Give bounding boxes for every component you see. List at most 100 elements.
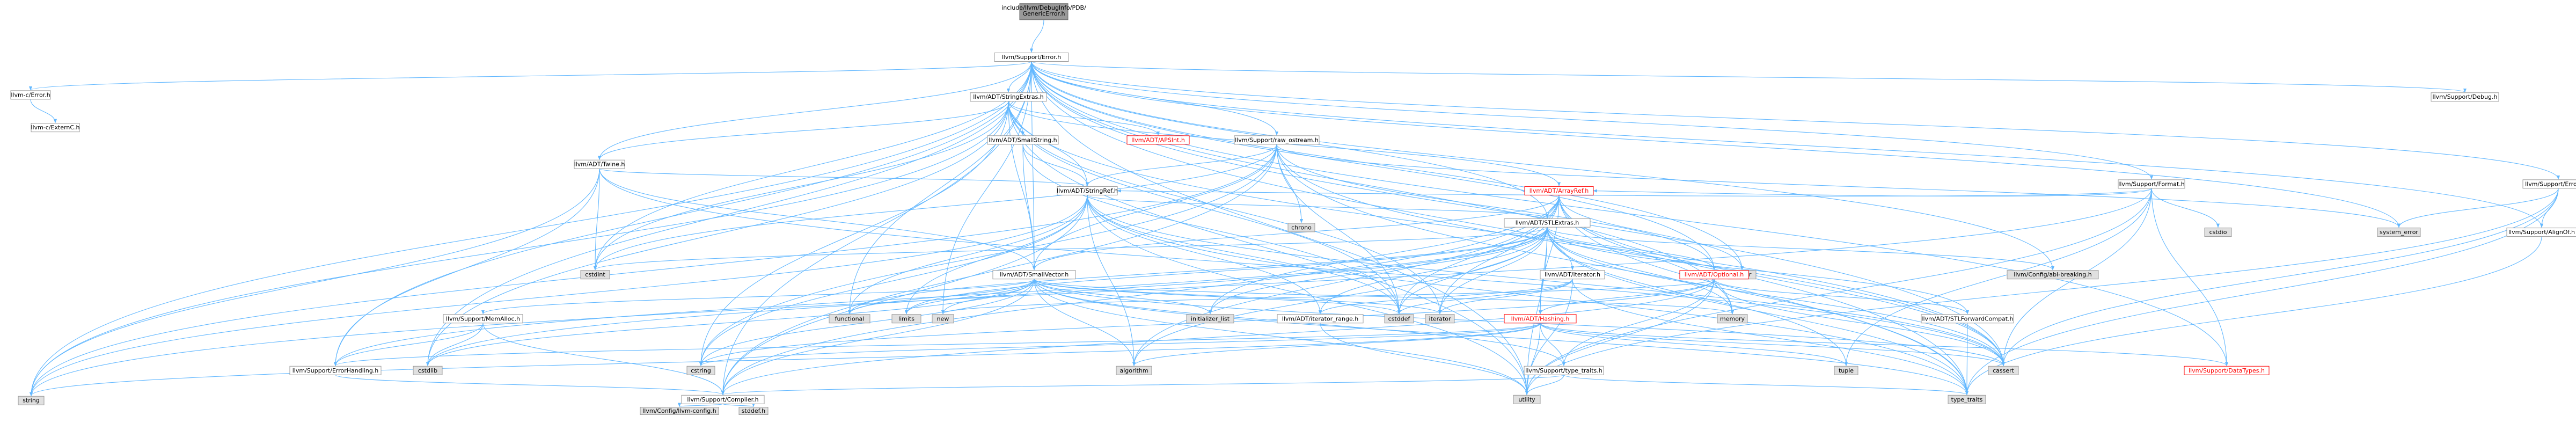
node-label: llvm/ADT/Twine.h (574, 161, 625, 168)
node-label: llvm/Support/ErrorHandling.h (292, 367, 379, 374)
node-box (1186, 314, 1234, 324)
node-chrono: chrono (1287, 223, 1315, 232)
edge-hashing-to-tuple (1540, 323, 1848, 367)
node-hashing[interactable]: llvm/ADT/Hashing.h (1504, 314, 1577, 324)
node-box (1057, 186, 1118, 195)
node-typetraitsh[interactable]: llvm/Support/type_traits.h (1524, 366, 1604, 375)
node-box (1425, 314, 1455, 324)
node-syserr: system_error (2377, 228, 2421, 237)
edge-smallstr-to-cstddef (1022, 144, 1401, 315)
edge-smallvec-to-compiler (721, 279, 1035, 396)
node-strext[interactable]: llvm/ADT/StringExtras.h (970, 92, 1047, 102)
edge-stlext-to-cstdint (594, 227, 1548, 271)
edge-optional-to-hashing (1538, 279, 1715, 315)
edge-arrref-to-algorithm (1132, 195, 1560, 367)
edge-smallvec-to-utility (1034, 279, 1529, 396)
node-rawos[interactable]: llvm/Support/raw_ostream.h (1234, 135, 1320, 145)
node-stlfwd[interactable]: llvm/ADT/STLForwardCompat.h (1921, 314, 2014, 324)
node-box (686, 366, 715, 375)
edge-iterator-to-iterrange (1319, 279, 1573, 315)
node-label: llvm/ADT/STLForwardCompat.h (1921, 315, 2013, 322)
edge-err-to-errhand (333, 61, 1032, 367)
node-label: tuple (1839, 367, 1854, 374)
edge-iterator-to-cstddef (1397, 279, 1573, 315)
node-label: llvm/Support/Error.h (1002, 54, 1062, 61)
node-functional: functional (829, 314, 870, 324)
edge-err-to-alignof (1031, 61, 2543, 228)
edge-optional-to-stlfwd (1714, 279, 1969, 315)
node-twine[interactable]: llvm/ADT/Twine.h (574, 159, 625, 169)
node-dbg[interactable]: llvm/Support/Debug.h (2431, 92, 2499, 102)
edge-stlext-to-stlfwd (1547, 227, 1970, 315)
node-box (580, 270, 610, 280)
node-cext[interactable]: llvm-c/ExternC.h (31, 123, 80, 133)
node-alignof[interactable]: llvm/Support/AlignOf.h (2506, 228, 2576, 237)
edge-strext-to-cstdint (593, 101, 1009, 271)
node-stlext[interactable]: llvm/ADT/STLExtras.h (1504, 218, 1591, 228)
edge-err-to-dbg (1031, 61, 2467, 93)
node-label: llvm/ADT/StringRef.h (1057, 187, 1118, 194)
node-apsint[interactable]: llvm/ADT/APSInt.h (1126, 135, 1190, 145)
node-label: type_traits (1951, 396, 1983, 403)
node-label: include/llvm/DebugInfo/PDB/ (1001, 4, 1086, 11)
node-stddef: stddef.h (738, 406, 769, 415)
node-label: llvm/Support/ErrorOr.h (2525, 180, 2576, 187)
node-root[interactable]: include/llvm/DebugInfo/PDB/GenericError.… (1001, 3, 1086, 20)
edge-stlext-to-typetraits (1547, 227, 1969, 396)
node-label: llvm/Support/raw_ostream.h (1235, 136, 1319, 143)
edge-strext-to-cstdlib (426, 101, 1009, 367)
edge-strref-to-typetraits (1087, 195, 1969, 396)
node-utility: utility (1513, 395, 1541, 404)
node-err[interactable]: llvm/Support/Error.h (994, 52, 1069, 62)
node-cerr[interactable]: llvm-c/Error.h (10, 90, 51, 100)
node-fmt[interactable]: llvm/Support/Format.h (2118, 179, 2185, 189)
node-iterator[interactable]: llvm/ADT/iterator.h (1540, 270, 1605, 280)
node-smallstr[interactable]: llvm/ADT/SmallString.h (987, 135, 1059, 145)
node-erroror[interactable]: llvm/Support/ErrorOr.h (2522, 179, 2576, 189)
edge-err-to-syserr (1031, 61, 2401, 228)
node-initlist: initializer_list (1186, 314, 1234, 324)
edge-err-to-abibrk (1031, 61, 2055, 271)
edge-arrref-to-cstddef (1397, 195, 1560, 315)
node-iterrange[interactable]: llvm/ADT/iterator_range.h (1277, 314, 1364, 324)
node-string: string (18, 396, 45, 405)
edge-optional-to-cassert (1714, 279, 2006, 367)
edge-hashing-to-datatypes (1540, 323, 2228, 367)
node-cstdlib: cstdlib (413, 366, 443, 375)
node-strref[interactable]: llvm/ADT/StringRef.h (1057, 186, 1118, 195)
node-box (738, 406, 769, 415)
edge-stlext-to-tuple (1547, 227, 1848, 367)
node-label: llvm/ADT/ArrayRef.h (1529, 187, 1589, 194)
edge-arrref-to-compiler (721, 195, 1560, 396)
node-box (1287, 223, 1315, 232)
edge-strref-to-algorithm (1087, 195, 1136, 367)
node-errhand[interactable]: llvm/Support/ErrorHandling.h (289, 366, 382, 375)
node-label: cstddef (1388, 315, 1411, 322)
node-label: llvm/Support/Compiler.h (687, 396, 758, 403)
edge-err-to-cstdlib (426, 61, 1032, 367)
edge-fmt-to-arrref (1593, 188, 2152, 197)
node-compiler[interactable]: llvm/Support/Compiler.h (681, 395, 765, 404)
node-smallvec[interactable]: llvm/ADT/SmallVector.h (992, 270, 1076, 280)
node-label: new (937, 315, 949, 322)
node-box (18, 396, 45, 405)
node-datatypes[interactable]: llvm/Support/DataTypes.h (2184, 366, 2270, 375)
node-box (1384, 314, 1414, 324)
node-arrref[interactable]: llvm/ADT/ArrayRef.h (1524, 186, 1594, 195)
edge-hashing-to-cstring (699, 323, 1541, 367)
node-memalloc[interactable]: llvm/Support/MemAlloc.h (443, 314, 523, 324)
node-optional[interactable]: llvm/ADT/Optional.h (1679, 270, 1749, 280)
node-box (1834, 366, 1858, 375)
edge-arrref-to-smallvec (1033, 195, 1560, 271)
edge-fmt-to-datatypes (2151, 188, 2229, 367)
edge-smallvec-to-cstdlib (426, 279, 1035, 367)
node-label: cstdint (585, 271, 605, 278)
node-box (829, 314, 870, 324)
edge-memalloc-to-errhand (333, 323, 484, 367)
node-label: llvm-c/Error.h (11, 91, 50, 98)
edge-err-to-typetraits (1031, 61, 1969, 396)
edge-fmt-to-cstdio (2151, 188, 2220, 228)
edge-iterator-to-stditer (1438, 279, 1573, 315)
edge-stlext-to-optional (1547, 227, 1716, 271)
edge-strext-to-apsint (1008, 101, 1160, 136)
